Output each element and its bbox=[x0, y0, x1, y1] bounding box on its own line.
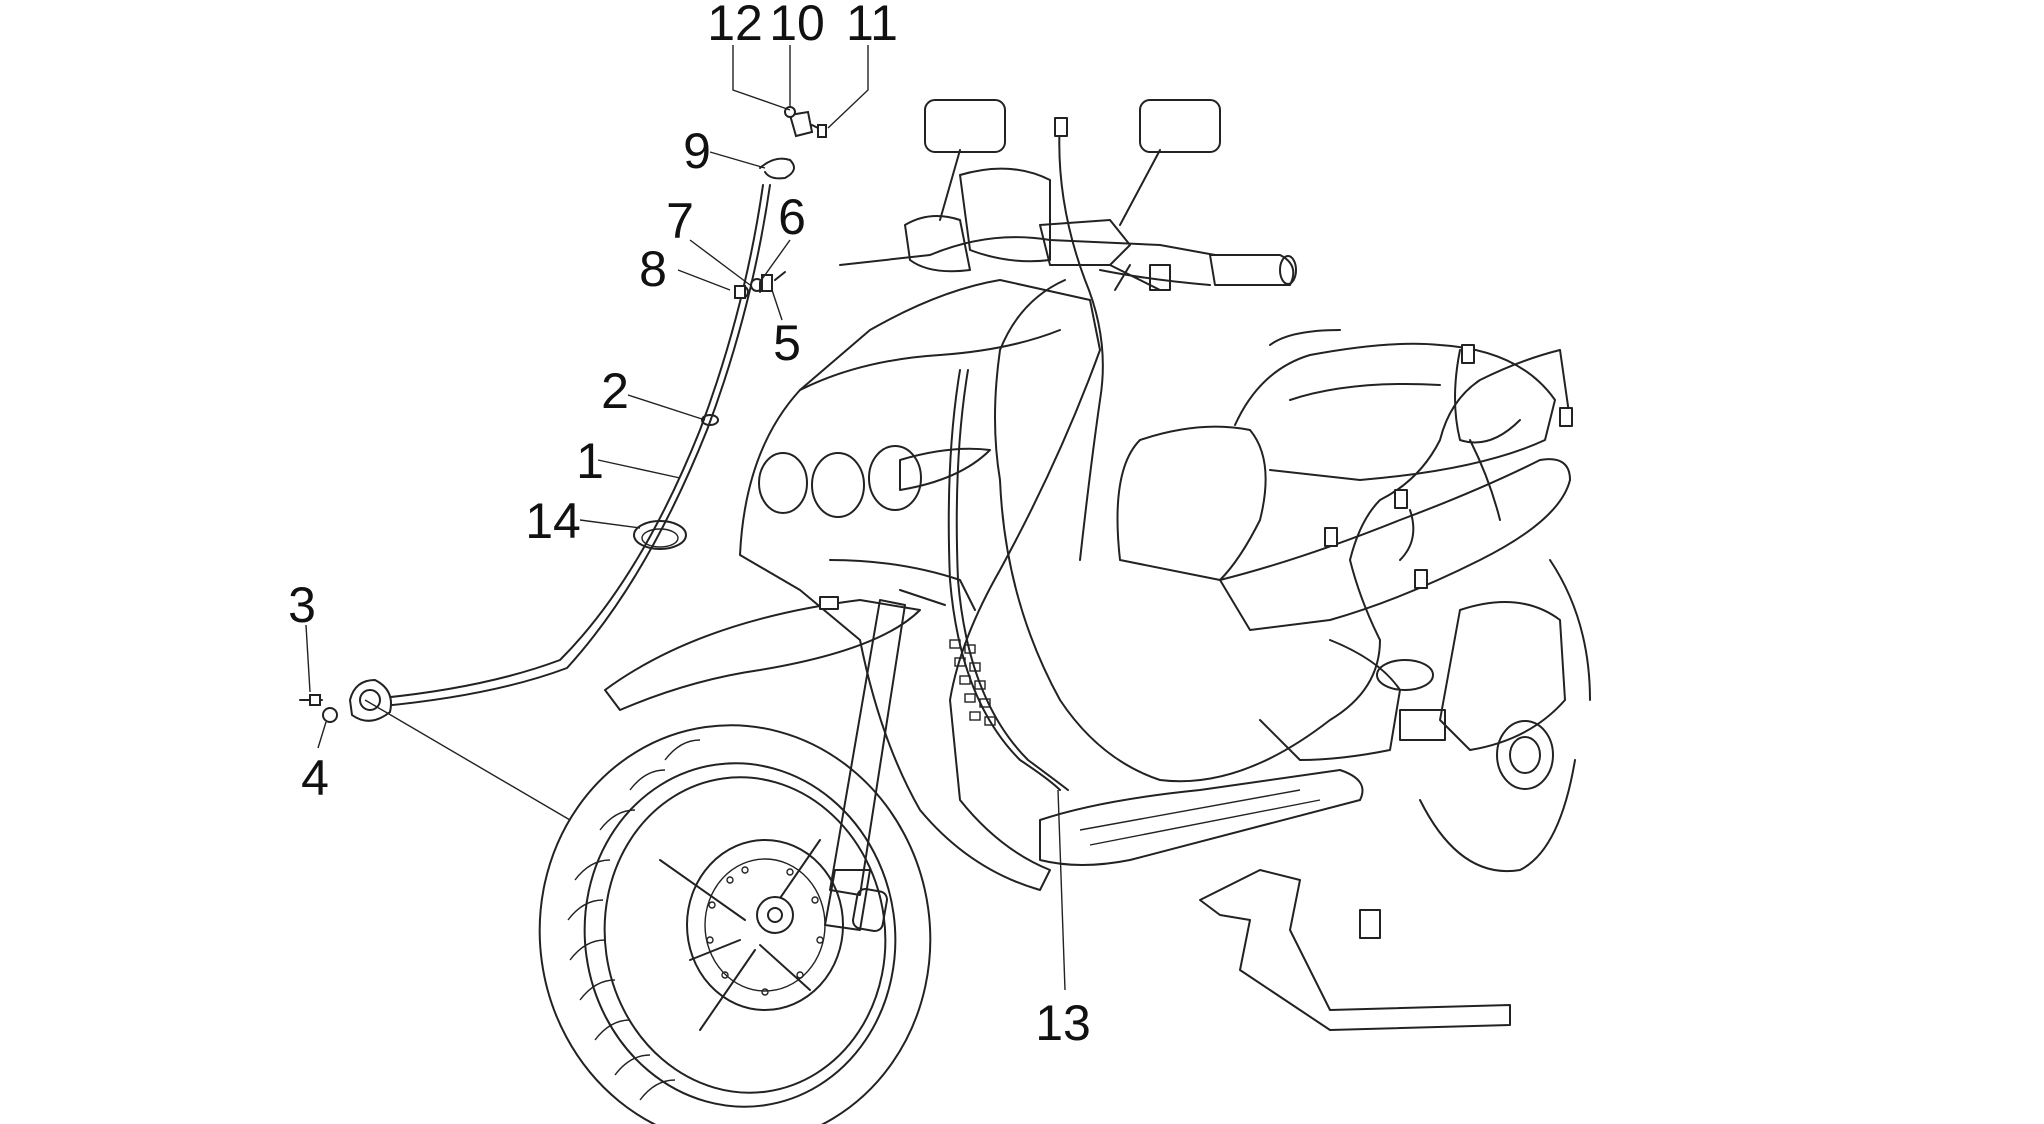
callout-3: 3 bbox=[288, 577, 316, 633]
callout-10: 10 bbox=[769, 0, 825, 51]
callout-12: 12 bbox=[707, 0, 763, 51]
callout-labels: 12 10 11 9 7 6 8 5 2 1 14 3 4 13 bbox=[288, 0, 1091, 1051]
callout-4: 4 bbox=[301, 750, 329, 806]
cable-13 bbox=[947, 369, 1061, 791]
speedometer-cable bbox=[299, 106, 827, 821]
rear-body bbox=[1199, 458, 1591, 1031]
wiring-harness bbox=[819, 117, 1573, 783]
callout-2: 2 bbox=[601, 363, 629, 419]
floorboard bbox=[1039, 769, 1364, 866]
callout-1: 1 bbox=[576, 433, 604, 489]
callout-9: 9 bbox=[683, 123, 711, 179]
callout-13: 13 bbox=[1035, 995, 1091, 1051]
front-wheel bbox=[538, 724, 932, 1124]
seat bbox=[1116, 329, 1556, 581]
front-shield bbox=[739, 279, 1101, 891]
leader-lines bbox=[305, 45, 1066, 991]
callout-5: 5 bbox=[773, 315, 801, 371]
callout-14: 14 bbox=[525, 493, 581, 549]
callout-8: 8 bbox=[639, 241, 667, 297]
callout-11: 11 bbox=[846, 0, 898, 51]
callout-6: 6 bbox=[778, 189, 806, 245]
front-fork bbox=[824, 589, 946, 933]
callout-7: 7 bbox=[666, 193, 694, 249]
front-fender bbox=[604, 599, 921, 711]
handlebar bbox=[839, 99, 1297, 291]
